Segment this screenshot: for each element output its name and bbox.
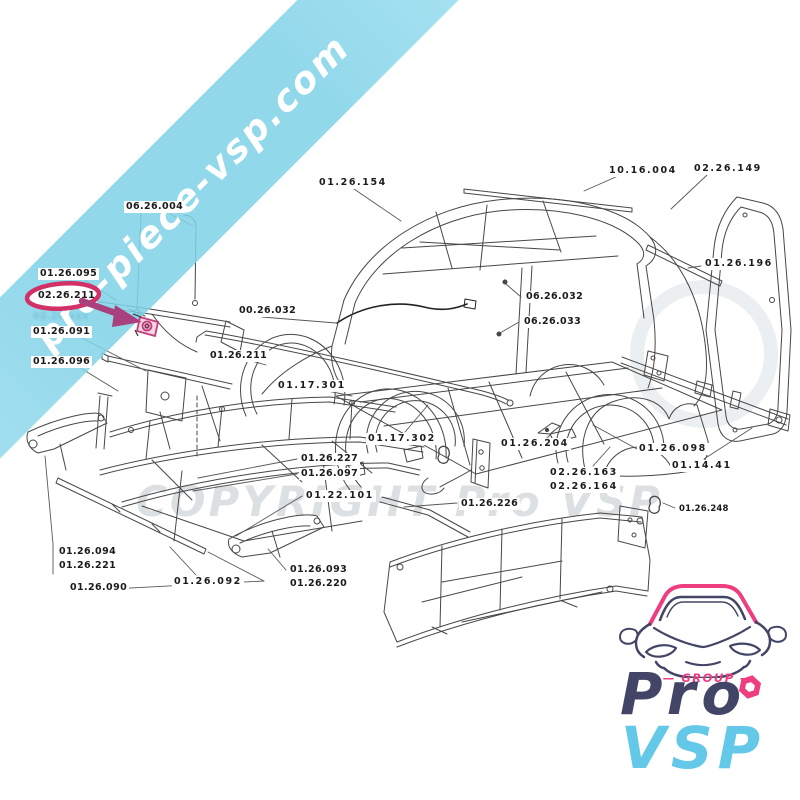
cowl-cable-drawing — [336, 298, 477, 324]
wheel-arch-301-drawing — [240, 333, 346, 417]
front-chassis-drawing — [95, 392, 425, 542]
fixing-clip-drawing — [437, 445, 661, 514]
provsp-logo: — GROUP — Pro VSP — [600, 578, 800, 800]
logo-hexnut-icon — [738, 675, 762, 699]
quarter-panel-drawing — [544, 397, 709, 477]
right-a-arm-drawing — [228, 514, 325, 558]
rear-axle-drawing — [620, 350, 791, 432]
body-cage-drawing — [261, 197, 723, 475]
rear-chassis-drawing — [379, 496, 651, 648]
support-rod-drawing — [195, 330, 514, 407]
logo-car-icon — [619, 584, 787, 678]
upright-bracket-drawing — [421, 438, 491, 495]
left-a-arm-drawing — [26, 412, 108, 471]
roof-strip-drawing — [463, 188, 633, 213]
logo-group-text: — GROUP — — [662, 671, 754, 685]
rear-quarter-frame-drawing — [645, 196, 792, 442]
stabilizer-bar-drawing — [55, 477, 207, 555]
logo-pro-text: Pro — [620, 660, 748, 728]
logo-vsp-text: VSP — [621, 714, 766, 782]
